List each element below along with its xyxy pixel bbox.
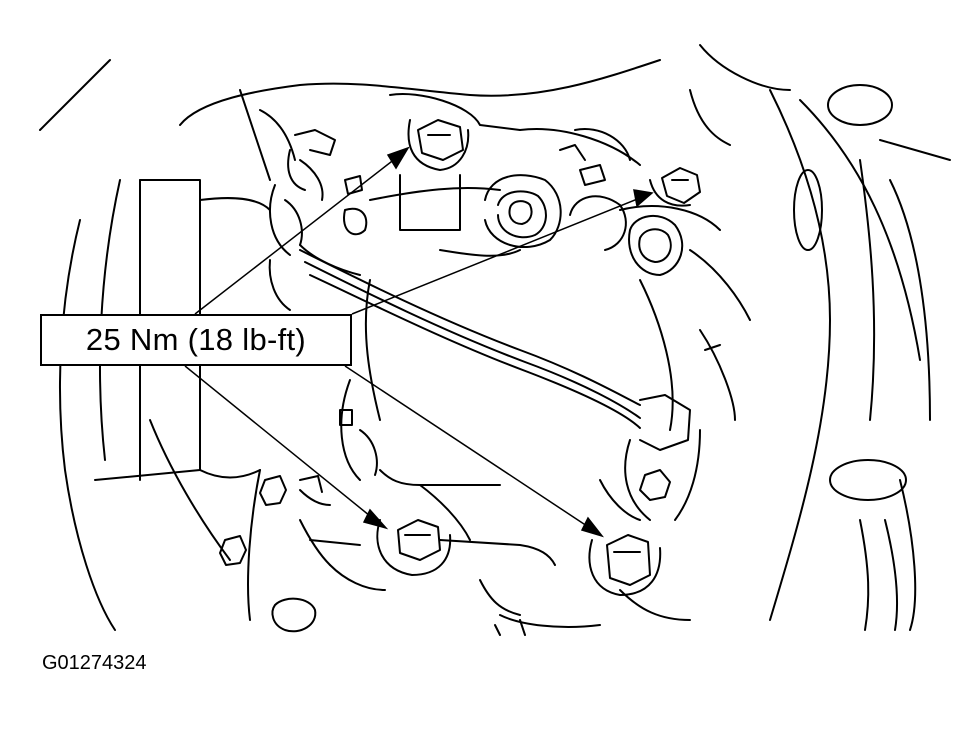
bumper-top-right [827,84,893,126]
bumper-right-lower [829,459,907,501]
lower-left-detail [219,469,386,633]
left-connector [268,129,368,311]
figure-id: G01274324 [42,652,147,674]
main-casting [339,93,751,636]
bolt-bottom-right [588,534,662,596]
wire-harness [299,249,641,429]
bolt-bottom-left [376,519,452,576]
bolt-top-right [649,167,701,207]
leader-lines [184,146,654,538]
torque-callout: 25 Nm (18 lb-ft) [40,314,352,366]
bolt-top-left [407,119,470,171]
